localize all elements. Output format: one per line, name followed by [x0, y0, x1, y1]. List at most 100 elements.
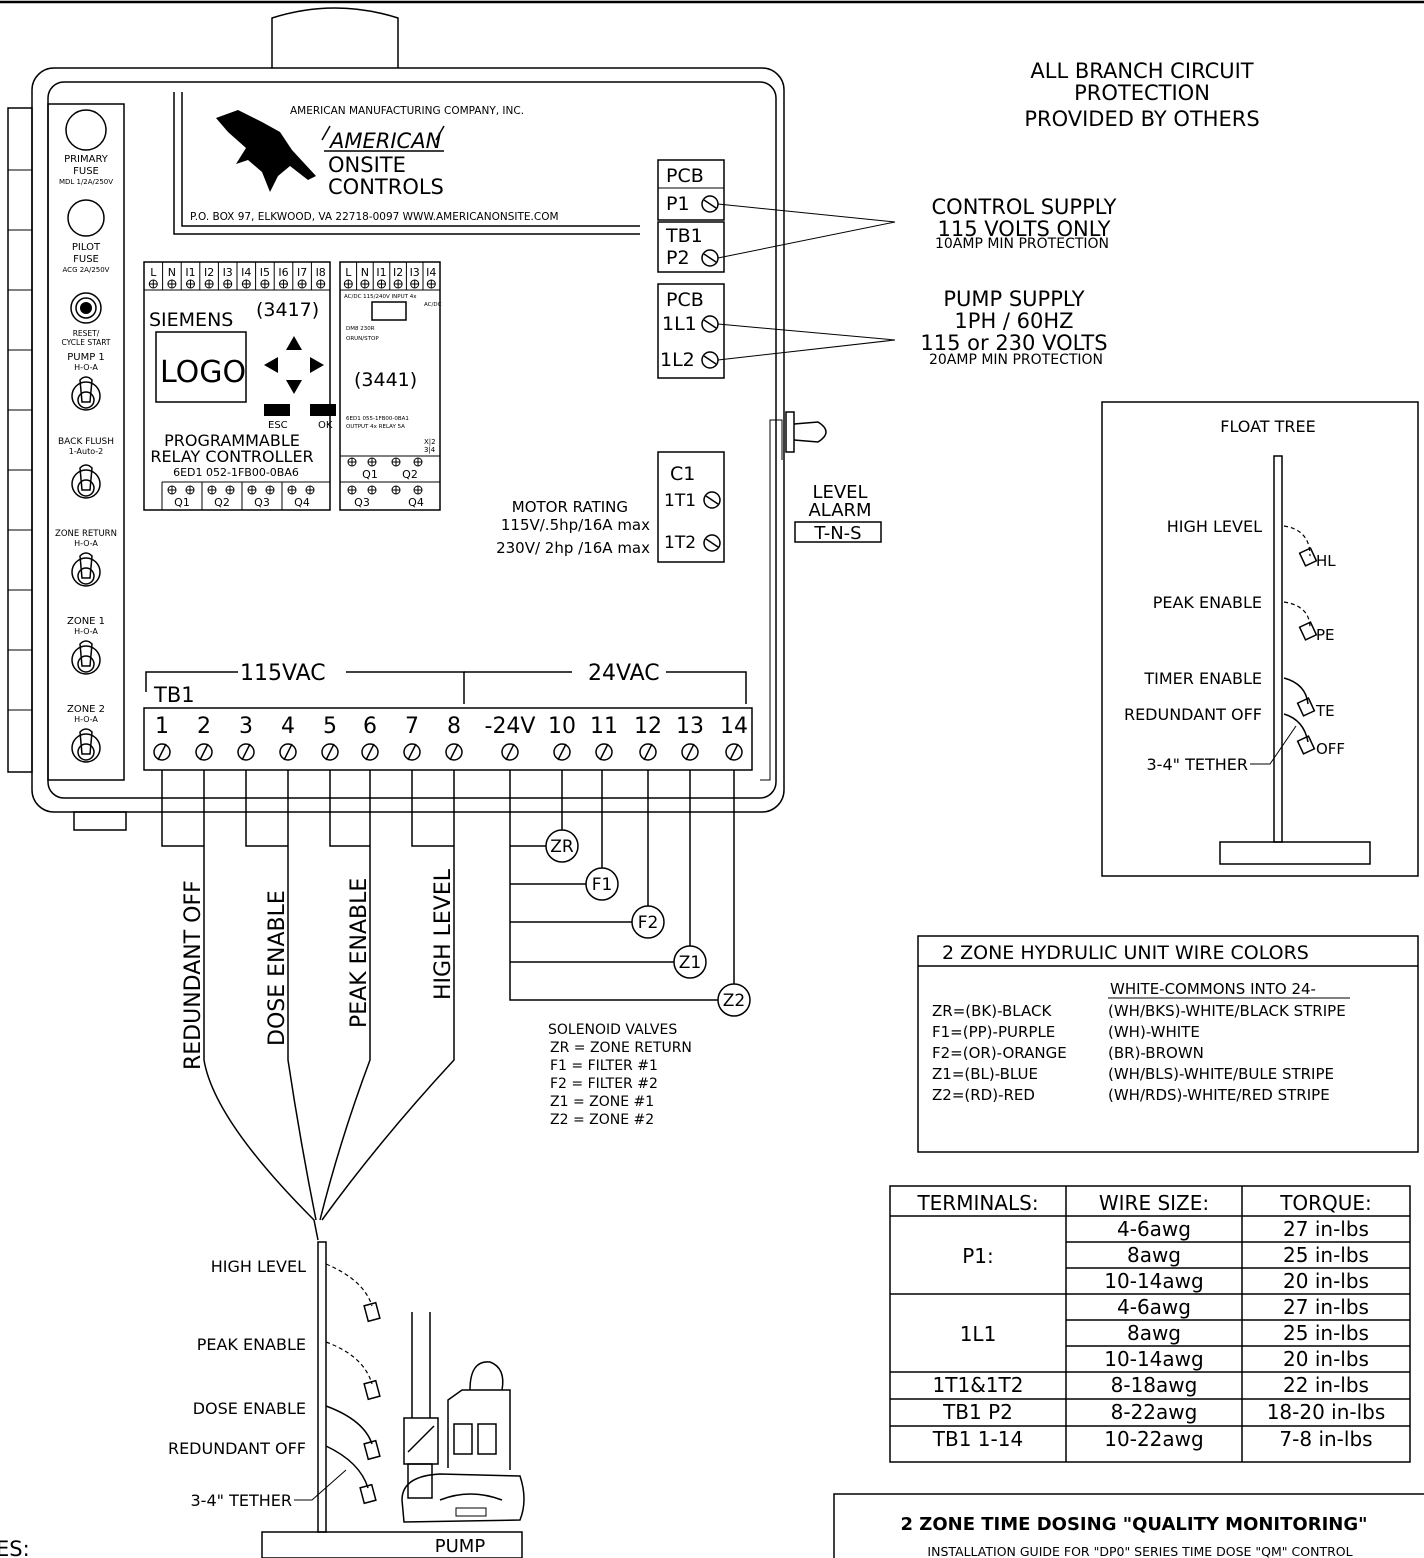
p1-screw-icon[interactable] [701, 195, 719, 213]
terminal-screw-icon[interactable] [681, 743, 699, 761]
plc-ext-input-screw-icon[interactable] [393, 279, 403, 289]
pcb-block-top [657, 159, 725, 221]
plc-ext-output-screw-icon[interactable] [367, 457, 377, 467]
plc-ext-output-label: Q4 [408, 496, 424, 509]
pf-dose-enable: DOSE ENABLE [193, 1399, 306, 1418]
plc-input-screw-icon[interactable] [260, 279, 270, 289]
plc-input-screw-icon[interactable] [316, 279, 326, 289]
wire-color-code: ZR=(BK)-BLACK [932, 1002, 1052, 1020]
ext-run-stop: ORUN/STOP [346, 336, 379, 342]
plc-input-screw-icon[interactable] [167, 279, 177, 289]
t1-screw-icon[interactable] [703, 491, 721, 509]
zone2-toggle-icon[interactable] [71, 728, 101, 763]
plc-ext-output-screw-icon[interactable] [391, 485, 401, 495]
terminal-screw-icon[interactable] [321, 743, 339, 761]
pilot-fuse-label-1: PILOT [72, 242, 101, 253]
plc-ext-output-screw-icon[interactable] [391, 457, 401, 467]
terminal-screw-icon[interactable] [501, 743, 519, 761]
branch-note-3: PROVIDED BY OTHERS [1024, 107, 1259, 131]
back-flush-mode-label: 1-Auto-2 [69, 447, 104, 456]
plc-output-screw-icon[interactable] [225, 485, 235, 495]
solenoid-legend-zr: ZR = ZONE RETURN [550, 1040, 692, 1056]
plc-input-screw-icon[interactable] [148, 279, 158, 289]
plc-input-label: I1 [185, 266, 195, 279]
terminal-screw-icon[interactable] [595, 743, 613, 761]
plc-output-screw-icon[interactable] [305, 485, 315, 495]
plc-ext-output-screw-icon[interactable] [413, 457, 423, 467]
terminal-screw-icon[interactable] [237, 743, 255, 761]
ft-high-level: HIGH LEVEL [1167, 517, 1262, 536]
zone1-toggle-icon[interactable] [71, 640, 101, 675]
plc-ext-input-screw-icon[interactable] [426, 279, 436, 289]
primary-fuse-icon[interactable] [65, 109, 107, 151]
plc-input-screw-icon[interactable] [223, 279, 233, 289]
plc-input-label: I4 [241, 266, 251, 279]
torque-wire-size: 10-14awg [1104, 1269, 1203, 1293]
plc-ext-input-screw-icon[interactable] [360, 279, 370, 289]
plc-output-screw-icon[interactable] [287, 485, 297, 495]
plc-output-screw-icon[interactable] [247, 485, 257, 495]
control-supply-3: 10AMP MIN PROTECTION [935, 236, 1109, 252]
plc-ext-input-screw-icon[interactable] [377, 279, 386, 289]
zone-return-toggle-icon[interactable] [71, 552, 101, 587]
torque-terminal: 1L1 [960, 1322, 997, 1346]
plc-input-screw-icon[interactable] [204, 279, 214, 289]
solenoid-z1 [673, 945, 707, 979]
plc-esc-button[interactable] [264, 404, 290, 416]
tb1-strip-label: TB1 [153, 683, 195, 707]
zone-return-hoa-label: H-O-A [74, 539, 98, 548]
plc-ext-output-screw-icon[interactable] [367, 485, 377, 495]
solenoid-legend-f2: F2 = FILTER #2 [550, 1076, 658, 1092]
terminal-screw-icon[interactable] [361, 743, 379, 761]
plc-input-screw-icon[interactable] [279, 279, 288, 289]
terminal-screw-icon[interactable] [279, 743, 297, 761]
terminal-screw-icon[interactable] [553, 743, 571, 761]
ft-peak-enable: PEAK ENABLE [1153, 593, 1262, 612]
plc-expansion-unit [339, 261, 441, 511]
terminal-screw-icon[interactable] [195, 743, 213, 761]
plc-input-screw-icon[interactable] [241, 279, 251, 289]
t2-screw-icon[interactable] [703, 534, 721, 552]
plc-ext-output-screw-icon[interactable] [413, 485, 423, 495]
plc-arrow-keys-icon[interactable] [264, 336, 324, 394]
back-flush-toggle-icon[interactable] [71, 464, 101, 499]
wire-color-table [917, 935, 1419, 1153]
plc-output-screw-icon[interactable] [265, 485, 275, 495]
ext-x-2: 3|4 [424, 446, 436, 454]
torque-terminal: TB1 P2 [942, 1400, 1013, 1424]
plc-input-screw-icon[interactable] [297, 279, 307, 289]
l2-screw-icon[interactable] [701, 351, 719, 369]
torque-wire-size: 8awg [1127, 1243, 1181, 1267]
plc-ext-output-screw-icon[interactable] [347, 457, 357, 467]
plc-ok-button[interactable] [310, 404, 336, 416]
reset-label-1: RESET/ [73, 329, 100, 338]
terminal-screw-icon[interactable] [153, 743, 171, 761]
plc-output-screw-icon[interactable] [207, 485, 217, 495]
solenoid-zr-label: ZR [550, 837, 574, 857]
zone2-label: ZONE 2 [67, 704, 105, 715]
terminal-number: 2 [197, 714, 211, 739]
zone1-hoa-label: H-O-A [74, 627, 98, 636]
pump-float-switches [325, 1263, 381, 1505]
brand-controls: CONTROLS [328, 175, 444, 199]
plc-input-screw-icon[interactable] [186, 279, 195, 289]
pump1-hoa-label: H-O-A [74, 363, 98, 372]
plc-ext-input-screw-icon[interactable] [343, 279, 353, 289]
reset-button-icon[interactable] [70, 292, 102, 324]
pump1-toggle-icon[interactable] [71, 376, 101, 411]
plc-output-screw-icon[interactable] [185, 485, 195, 495]
terminal-screw-icon[interactable] [445, 743, 463, 761]
plc-ext-output-screw-icon[interactable] [347, 485, 357, 495]
l1-screw-icon[interactable] [701, 315, 719, 333]
p2-screw-icon[interactable] [701, 249, 719, 267]
terminal-screw-icon[interactable] [725, 743, 743, 761]
plc-output-screw-icon[interactable] [167, 485, 177, 495]
plc-input-label: I3 [223, 266, 233, 279]
pilot-fuse-icon[interactable] [67, 199, 105, 237]
ft-timer-enable: TIMER ENABLE [1143, 669, 1262, 688]
terminal-screw-icon[interactable] [639, 743, 657, 761]
pilot-fuse-label-2: FUSE [73, 254, 99, 265]
plc-ext-input-screw-icon[interactable] [410, 279, 420, 289]
terminal-screw-icon[interactable] [403, 743, 421, 761]
